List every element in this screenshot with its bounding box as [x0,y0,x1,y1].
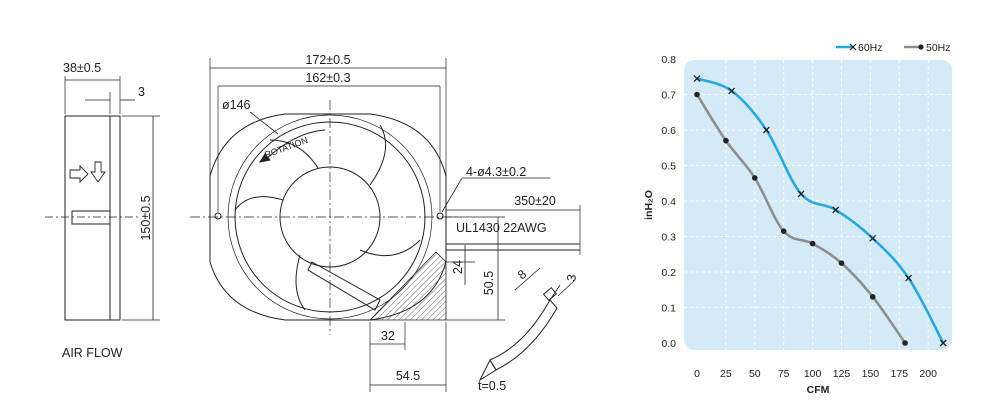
dia-leader [249,111,279,135]
series-50hz-point [902,340,908,346]
y-tick-label: 0.2 [661,267,676,279]
hole-leader [441,177,463,213]
detail-dim-8-label: 8 [515,267,529,282]
pq-chart: 0.0 0.1 0.2 0.3 0.4 0.5 0.6 0.7 0.8 0 25 50 75 100 12… [643,42,952,396]
x-tick-label: 125 [833,368,851,380]
detail-dim-8-line [514,267,541,291]
y-tick-label: 0.4 [661,196,676,208]
series-50hz-point [809,240,816,247]
x-tick-label: 0 [694,368,700,380]
y-tick-label: 0.8 [661,54,676,66]
y-tick-label: 0.6 [661,125,676,137]
series-50hz-point [780,228,787,234]
y-tick-label: 0.5 [661,161,676,173]
dim-32-label: 32 [381,329,395,343]
series-50hz-point [723,137,729,144]
y-tick-label: 0.3 [661,232,676,244]
series-60hz-point [693,75,701,82]
series-60hz-point [905,274,913,282]
series-50hz-line [695,93,907,344]
chart-y-ticks: 0.0 0.1 0.2 0.3 0.4 0.5 0.6 0.7 0.8 [661,54,676,350]
legend-60hz-label: 60Hz [858,42,883,54]
dim-24-label: 24 [451,260,465,274]
detail-view [478,267,576,382]
dim-50-5-label: 50.5 [482,271,496,295]
series-50hz-point [752,175,758,181]
mount-hole-left [214,212,222,220]
height-label: 150±0.5 [139,195,153,240]
series-50hz-point [838,260,845,266]
wire-exit-hatch [369,251,447,321]
chart-y-axis-label: inH₂O [643,190,655,220]
series-60hz-point [939,339,947,347]
rotation-arrow-icon [258,153,271,163]
x-tick-label: 200 [919,368,937,380]
airflow-down-arrow-icon [90,161,106,183]
x-tick-label: 150 [862,368,880,380]
series-60hz-point [762,126,770,134]
detail-profile [489,299,558,371]
chart-legend: 60Hz 50Hz [836,42,951,54]
mounting-holes-label: 4-ø4.3±0.2 [466,165,526,179]
detail-dim-3-line [557,279,576,297]
detail-tip [478,358,497,382]
x-tick-label: 175 [891,368,909,380]
series-60hz-point [797,190,805,198]
series-50hz-point [694,91,700,98]
hole-spacing-label: 162±0.3 [305,71,350,85]
cable-type-label: UL1430 22AWG [456,221,547,235]
rotation-arc [264,129,326,161]
x-tick-label: 50 [749,368,761,380]
rim-label: 3 [138,85,145,99]
blade-1 [369,124,387,186]
depth-label: 38±0.5 [63,61,101,75]
blade-5 [269,139,319,169]
series-60hz-point [728,87,736,95]
detail-notch [542,287,558,301]
series-60hz-point [832,206,840,214]
blade-3 [295,254,306,311]
side-view [45,76,160,321]
side-hub-slot [71,210,111,225]
overall-width-label: 172±0.5 [305,53,350,67]
x-tick-label: 75 [778,368,790,380]
airflow-arrow-icon [69,164,89,184]
mount-hole-right [436,212,444,220]
series-60hz-point [869,234,877,242]
thickness-label: t=0.5 [478,379,506,393]
chart-grid [684,60,952,350]
cable-length-label: 350±20 [514,194,556,208]
diameter-label: ø146 [222,98,251,112]
series-50hz-point [869,294,876,300]
y-tick-label: 0.1 [661,303,676,315]
blade-2 [359,239,421,257]
rotation-label: ROTATION [263,135,309,160]
chart-series [693,75,947,347]
detail-dim-3-label: 3 [564,273,579,282]
airflow-label: AIR FLOW [62,346,123,360]
side-body [64,115,121,321]
x-tick-label: 25 [720,368,732,380]
y-tick-label: 0.7 [661,90,676,102]
legend-50hz-label: 50Hz [926,42,951,54]
chart-x-ticks: 0 25 50 75 100 125 150 175 200 [694,368,937,380]
chart-x-axis-label: CFM [807,384,830,396]
blade-4 [234,196,284,211]
y-tick-label: 0.0 [661,338,676,350]
dim-54-5-label: 54.5 [396,369,420,383]
x-tick-label: 100 [804,368,822,380]
cable-spoke [307,261,381,311]
front-view [190,58,581,392]
